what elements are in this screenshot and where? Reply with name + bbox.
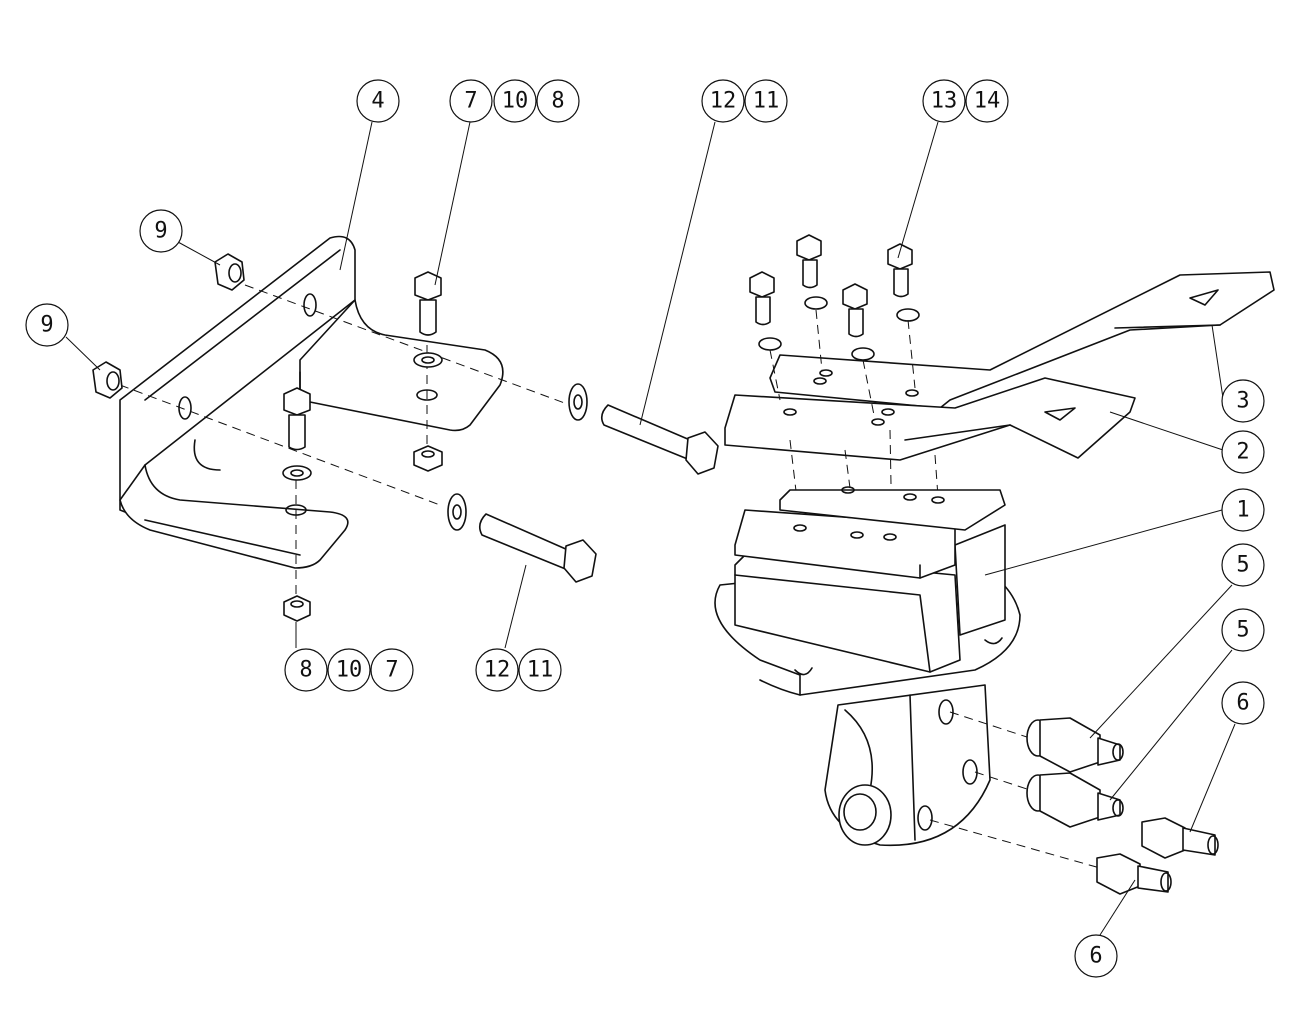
svg-text:1: 1 bbox=[1236, 498, 1249, 523]
balloon-6-right: 6 bbox=[1221, 681, 1265, 725]
svg-text:12: 12 bbox=[710, 89, 737, 114]
balloon-9-lower: 9 bbox=[25, 303, 69, 347]
balloon-10-top: 10 bbox=[493, 79, 537, 123]
svg-text:14: 14 bbox=[974, 89, 1001, 114]
svg-text:12: 12 bbox=[484, 658, 511, 683]
mount-base-part-1 bbox=[714, 486, 1021, 847]
long-bolt-part-12-upper bbox=[568, 383, 719, 475]
balloon-11-bottom: 11 bbox=[518, 648, 562, 692]
svg-text:5: 5 bbox=[1236, 553, 1249, 578]
balloon-8-bottom: 8 bbox=[284, 648, 328, 692]
l-bracket-part bbox=[119, 235, 504, 569]
fitting-part-6-right bbox=[1141, 817, 1219, 859]
balloon-7-top: 7 bbox=[449, 79, 493, 123]
long-bolt-part-12-lower bbox=[447, 493, 597, 583]
balloon-13: 13 bbox=[922, 79, 966, 123]
balloon-5-upper: 5 bbox=[1221, 543, 1265, 587]
fitting-part-5-lower bbox=[1026, 772, 1124, 828]
bolt-part-7-upper bbox=[413, 271, 443, 472]
svg-text:6: 6 bbox=[1089, 944, 1102, 969]
svg-text:9: 9 bbox=[154, 219, 167, 244]
svg-text:13: 13 bbox=[931, 89, 958, 114]
balloon-12-top: 12 bbox=[701, 79, 745, 123]
svg-text:6: 6 bbox=[1236, 691, 1249, 716]
hex-nut-part-9-upper bbox=[214, 253, 245, 291]
svg-text:5: 5 bbox=[1236, 618, 1249, 643]
balloon-5-lower: 5 bbox=[1221, 608, 1265, 652]
balloon-10-bottom: 10 bbox=[327, 648, 371, 692]
balloon-8-top: 8 bbox=[536, 79, 580, 123]
svg-text:3: 3 bbox=[1236, 389, 1249, 414]
svg-text:10: 10 bbox=[502, 89, 529, 114]
fitting-part-6-lower bbox=[1096, 853, 1172, 895]
fitting-part-5-upper bbox=[1026, 717, 1124, 773]
svg-text:8: 8 bbox=[551, 89, 564, 114]
lower-plate-part-2 bbox=[724, 369, 1136, 461]
svg-text:9: 9 bbox=[40, 313, 53, 338]
svg-text:7: 7 bbox=[385, 658, 398, 683]
balloon-4: 4 bbox=[356, 79, 400, 123]
hex-nut-part-9-lower bbox=[92, 361, 123, 399]
svg-text:11: 11 bbox=[527, 658, 554, 683]
balloon-7-bottom: 7 bbox=[370, 648, 414, 692]
balloon-12-bottom: 12 bbox=[475, 648, 519, 692]
balloon-1: 1 bbox=[1221, 488, 1265, 532]
svg-text:10: 10 bbox=[336, 658, 363, 683]
balloon-14: 14 bbox=[965, 79, 1009, 123]
balloon-3: 3 bbox=[1221, 379, 1265, 423]
balloon-11-top: 11 bbox=[744, 79, 788, 123]
svg-text:8: 8 bbox=[299, 658, 312, 683]
bolt-set-part-13 bbox=[749, 234, 920, 361]
svg-text:7: 7 bbox=[464, 89, 477, 114]
svg-text:2: 2 bbox=[1236, 440, 1249, 465]
svg-text:11: 11 bbox=[753, 89, 780, 114]
balloon-6-bottom: 6 bbox=[1074, 934, 1118, 978]
balloon-9-upper: 9 bbox=[139, 209, 183, 253]
bolt-part-7-lower bbox=[282, 387, 312, 622]
balloon-2: 2 bbox=[1221, 430, 1265, 474]
svg-text:4: 4 bbox=[371, 89, 384, 114]
